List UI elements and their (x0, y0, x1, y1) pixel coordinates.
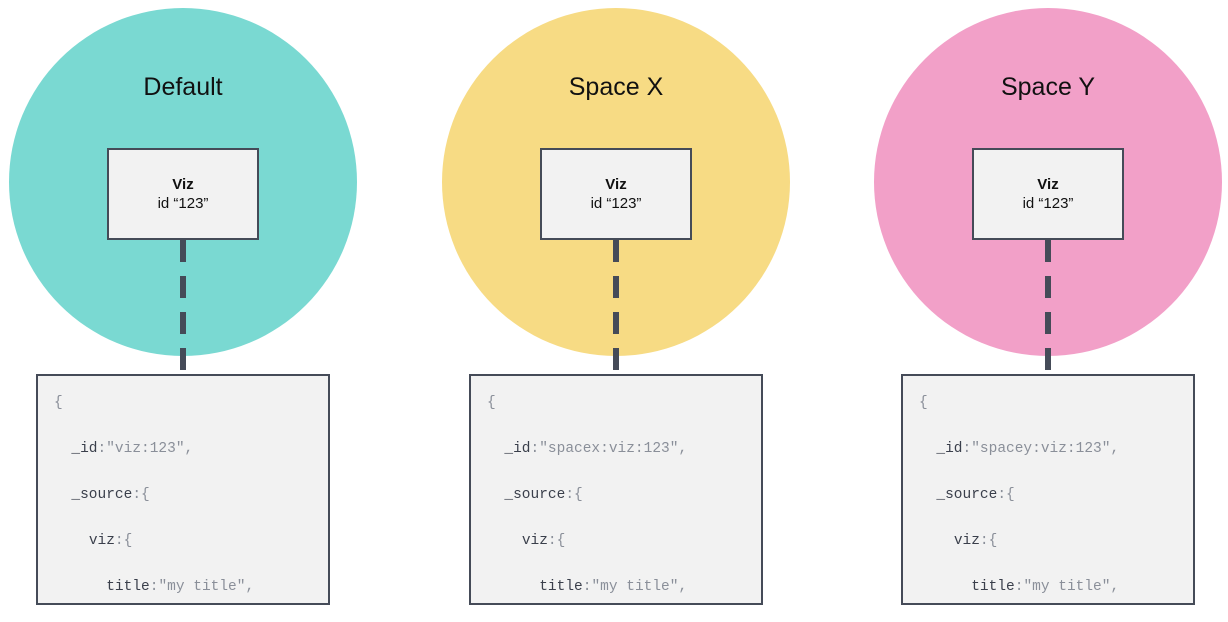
space-title-spacex: Space X (568, 73, 664, 101)
viz-node-id: id “123” (590, 194, 642, 212)
code-line: viz:{ (521, 533, 566, 549)
code-line: _id:"spacex:viz:123", (504, 441, 688, 457)
dashed-connector-spacex (613, 240, 619, 376)
code-line: _id:"viz:123", (71, 441, 194, 457)
code-line: _source:{ (936, 487, 1015, 503)
viz-node-name: Viz (605, 175, 627, 193)
code-line: _source:{ (504, 487, 583, 503)
viz-node-name: Viz (1037, 175, 1059, 193)
code-line: { (919, 395, 928, 411)
code-line: title:"my title", (971, 579, 1120, 595)
code-line: { (487, 395, 496, 411)
dashed-connector-spacey (1045, 240, 1051, 376)
code-line: _id:"spacey:viz:123", (936, 441, 1120, 457)
viz-node-id: id “123” (1022, 194, 1074, 212)
dashed-connector-default (180, 240, 186, 376)
source-document-spacex: { _id:"spacex:viz:123", _source:{ viz:{ … (469, 374, 763, 605)
viz-node-id: id “123” (157, 194, 209, 212)
code-line: _source:{ (71, 487, 150, 503)
source-document-spacey: { _id:"spacey:viz:123", _source:{ viz:{ … (901, 374, 1195, 605)
viz-node-default[interactable]: Viz id “123” (107, 148, 259, 240)
space-column-spacey: Space Y Viz id “123” { _id:"spacey:viz:1… (874, 0, 1228, 622)
code-line: title:"my title", (539, 579, 688, 595)
space-title-spacey: Space Y (1000, 73, 1096, 101)
viz-node-spacey[interactable]: Viz id “123” (972, 148, 1124, 240)
space-column-default: Default Viz id “123” { _id:"viz:123", _s… (9, 0, 419, 622)
code-line: viz:{ (88, 533, 133, 549)
space-title-default: Default (143, 73, 223, 101)
viz-node-spacex[interactable]: Viz id “123” (540, 148, 692, 240)
source-document-default: { _id:"viz:123", _source:{ viz:{ title:"… (36, 374, 330, 605)
code-line: { (54, 395, 63, 411)
code-line: viz:{ (953, 533, 998, 549)
viz-node-name: Viz (172, 175, 194, 193)
space-column-spacex: Space X Viz id “123” { _id:"spacex:viz:1… (442, 0, 852, 622)
code-line: title:"my title", (106, 579, 255, 595)
